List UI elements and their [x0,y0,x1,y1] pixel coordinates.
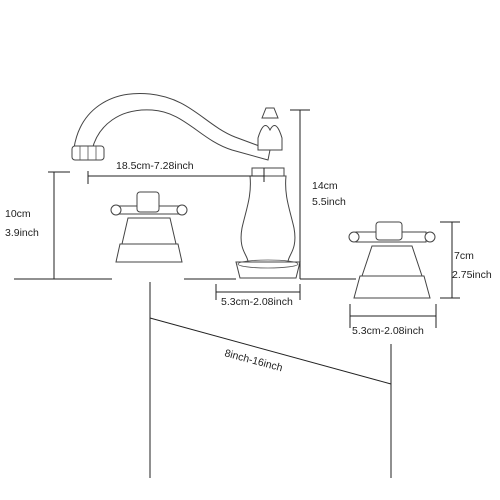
spread-label: 8inch-16inch [223,347,284,374]
spout-height-inch-label: 3.9inch [5,227,39,239]
spout-reach-label: 18.5cm-7.28inch [116,160,194,172]
handle-height-cm-label: 7cm [454,250,474,262]
faucet-base-label: 5.3cm-2.08inch [221,296,293,308]
handle-height-dimension: 7cm 2.75inch [440,221,492,299]
faucet-height-dimension: 14cm 5.5inch [290,109,346,279]
spout-height-dimension: 10cm 3.9inch [5,171,70,279]
spout-height-cm-label: 10cm [5,208,31,220]
handle-base-label: 5.3cm-2.08inch [352,325,424,337]
right-handle [348,221,436,299]
faucet-base-dimension: 5.3cm-2.08inch [215,284,301,308]
faucet-height-inch-label: 5.5inch [312,196,346,208]
left-handle [110,191,188,263]
handle-base-dimension: 5.3cm-2.08inch [349,304,437,337]
handle-height-inch-label: 2.75inch [452,269,492,281]
faucet-height-cm-label: 14cm [312,180,338,192]
spout-reach-dimension: 18.5cm-7.28inch [87,160,265,184]
spout-faucet [71,93,301,279]
spread-dimension: 8inch-16inch [149,282,392,478]
